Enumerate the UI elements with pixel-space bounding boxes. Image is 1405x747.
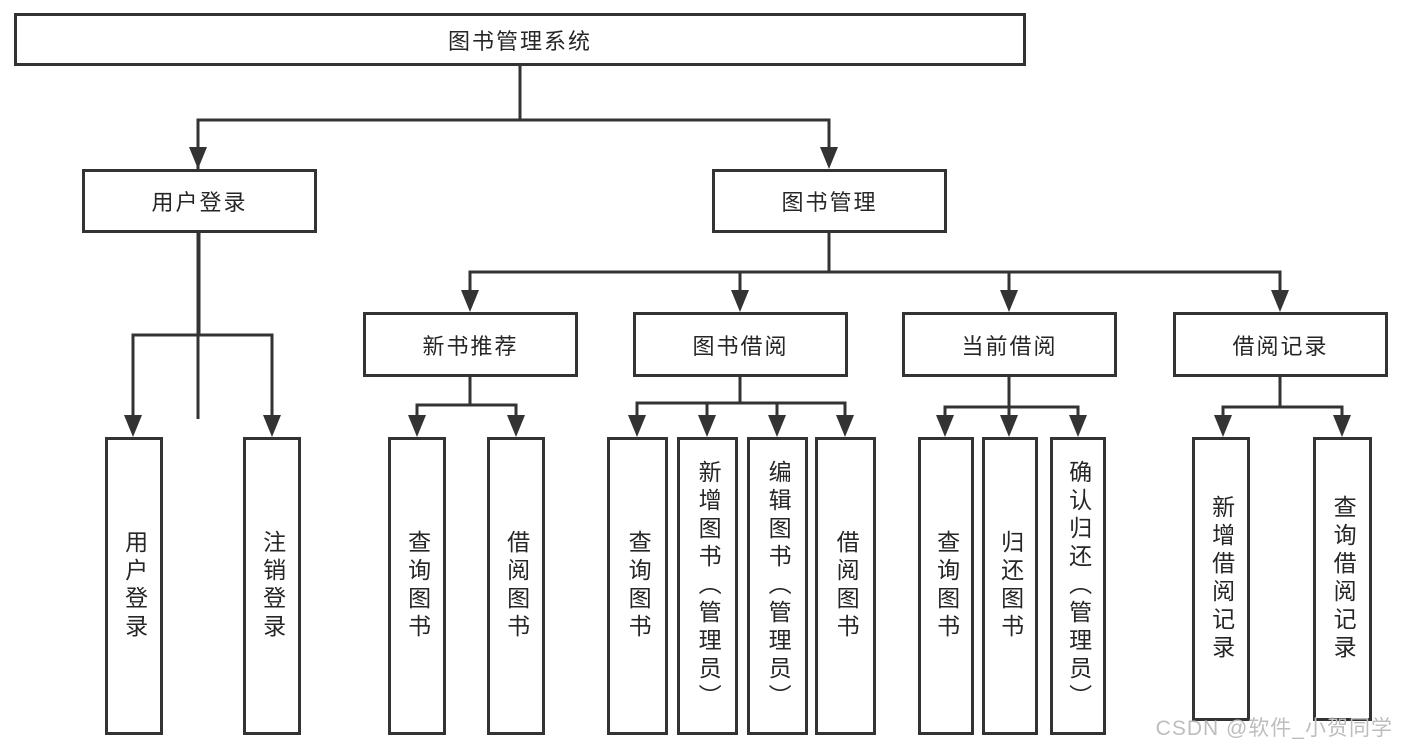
leaf-user-login: 用户登录 [105,437,163,735]
node-label: 图书管理 [781,190,878,215]
node-book-management: 图书管理 [712,169,947,233]
node-label: 图书管理系统 [447,28,592,54]
leaf-label: 借阅图书 [503,530,530,642]
node-label: 当前借阅 [961,333,1058,359]
leaf-label: 归还图书 [997,530,1024,642]
leaf-edit-books-admin: 编辑图书（管理员） [747,437,808,735]
leaf-label: 新增图书（管理员） [695,460,722,712]
leaf-label: 查询图书 [404,530,431,642]
node-book-borrowing: 图书借阅 [633,312,848,377]
node-borrowing-records: 借阅记录 [1173,312,1388,377]
csdn-watermark: CSDN @软件_小贺同学 [1155,717,1393,740]
leaf-query-books-current: 查询图书 [918,437,974,735]
leaf-label: 查询图书 [625,530,652,642]
node-label: 新书推荐 [422,333,519,359]
leaf-label: 查询图书 [933,530,960,642]
node-label: 借阅记录 [1232,333,1329,359]
leaf-add-books-admin: 新增图书（管理员） [677,437,738,735]
leaf-query-books-recommend: 查询图书 [388,437,446,735]
leaf-label: 确认归还（管理员） [1065,460,1092,712]
leaf-label: 借阅图书 [833,530,860,642]
leaf-label: 编辑图书（管理员） [765,460,792,712]
leaf-label: 查询借阅记录 [1330,495,1357,663]
leaf-query-borrow-record: 查询借阅记录 [1313,437,1372,721]
leaf-borrow-books-recommend: 借阅图书 [487,437,545,735]
node-library-management-system: 图书管理系统 [14,13,1026,66]
leaf-return-books: 归还图书 [982,437,1038,735]
leaf-logout: 注销登录 [243,437,301,735]
leaf-label: 新增借阅记录 [1208,495,1235,663]
leaf-query-books-borrow: 查询图书 [607,437,668,735]
leaf-label: 用户登录 [121,530,148,642]
leaf-label: 注销登录 [259,530,286,642]
leaf-add-borrow-record: 新增借阅记录 [1192,437,1250,721]
leaf-borrow-books: 借阅图书 [815,437,876,735]
node-label: 用户登录 [151,190,248,215]
arrowhead-icons [124,147,1351,437]
node-label: 图书借阅 [692,333,789,359]
node-new-book-recommendation: 新书推荐 [363,312,578,377]
node-current-borrowing: 当前借阅 [902,312,1117,377]
leaf-confirm-return-admin: 确认归还（管理员） [1050,437,1106,735]
node-user-login: 用户登录 [82,169,317,233]
